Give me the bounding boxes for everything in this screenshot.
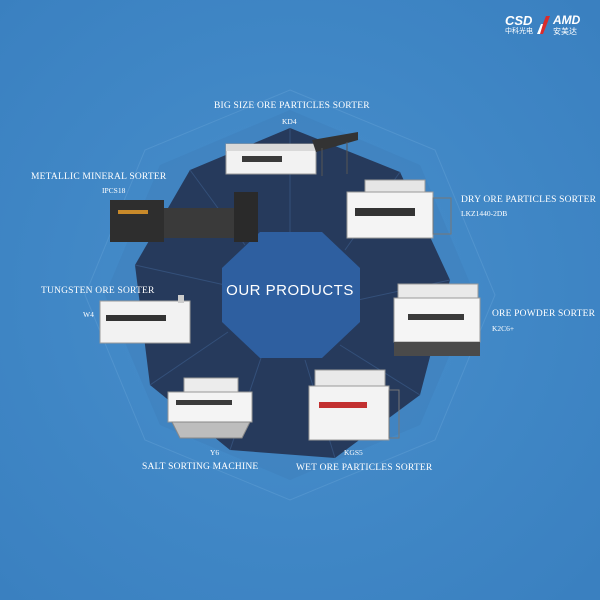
product-model-kgs5: KGS5 bbox=[344, 448, 363, 457]
product-model-w4: W4 bbox=[83, 310, 94, 319]
csd-logo: CSD 中科光电 bbox=[505, 14, 533, 36]
product-model-ipcs18: IPCS18 bbox=[102, 186, 126, 195]
machine-kd4-image bbox=[225, 132, 358, 176]
machine-lkz1440-image bbox=[346, 179, 452, 239]
product-name-ipcs18: METALLIC MINERAL SORTER bbox=[31, 172, 167, 182]
csd-logo-sub: 中科光电 bbox=[505, 28, 533, 35]
amd-logo-text: AMD bbox=[553, 13, 581, 27]
machine-ipcs18-image bbox=[110, 192, 258, 242]
product-name-y6: SALT SORTING MACHINE bbox=[142, 462, 259, 472]
product-model-k2c6: K2C6+ bbox=[492, 324, 515, 333]
machine-w4-image bbox=[99, 295, 191, 344]
machine-k2c6-image bbox=[393, 283, 481, 356]
product-name-kgs5: WET ORE PARTICLES SORTER bbox=[296, 463, 433, 473]
amd-logo-sub: 安美达 bbox=[553, 27, 577, 36]
product-name-w4: TUNGSTEN ORE SORTER bbox=[41, 286, 155, 296]
amd-emblem-icon bbox=[537, 14, 551, 36]
amd-logo: AMD 安美达 bbox=[553, 13, 581, 37]
machine-y6-image bbox=[167, 377, 253, 439]
machine-kgs5-image bbox=[308, 369, 400, 441]
product-model-kd4: KD4 bbox=[282, 117, 297, 126]
product-model-y6: Y6 bbox=[210, 448, 220, 457]
product-name-lkz1440: DRY ORE PARTICLES SORTER bbox=[461, 195, 597, 205]
product-model-lkz1440: LKZ1440-2DB bbox=[461, 209, 508, 218]
center-title: OUR PRODUCTS bbox=[226, 282, 354, 299]
product-name-k2c6: ORE POWDER SORTER bbox=[492, 309, 596, 319]
product-name-kd4: BIG SIZE ORE PARTICLES SORTER bbox=[214, 101, 370, 111]
csd-logo-text: CSD bbox=[505, 13, 533, 28]
